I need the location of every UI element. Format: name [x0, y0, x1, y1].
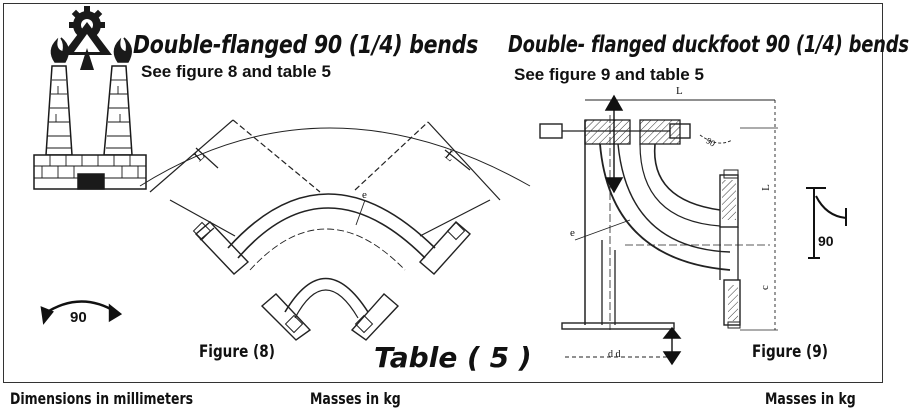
dim-c: c: [758, 285, 771, 290]
gear-icon: [62, 6, 112, 70]
figure-9-drawing: [539, 99, 778, 358]
chimney-icon: [33, 37, 147, 190]
table-label: Table ( 5 ): [374, 341, 532, 374]
angle-90-symbol-left: [40, 300, 123, 325]
title-left: Double-flanged 90 (1/4) bends: [133, 30, 479, 59]
dim-e-fig9: e: [570, 227, 575, 239]
figure-9-caption: Figure (9): [752, 342, 828, 362]
dim-e-fig8: e: [362, 189, 367, 201]
figure-8-drawing: [139, 119, 531, 341]
footer-masses-right: Masses in kg: [765, 389, 856, 408]
footer-dimensions: Dimensions in millimeters: [10, 389, 194, 408]
subtitle-left: See figure 8 and table 5: [141, 62, 331, 81]
angle-label-right: 90: [818, 233, 834, 249]
dimension-arrows: [604, 94, 682, 366]
figure-8-caption: Figure (8): [199, 342, 275, 362]
dim-dd: d d: [608, 349, 621, 360]
technical-drawing: [33, 6, 847, 366]
drawing-frame: [3, 3, 883, 383]
footer-masses-center: Masses in kg: [310, 389, 401, 408]
dim-L-top: L: [676, 85, 683, 97]
angle-label-left: 90: [70, 309, 87, 326]
dim-L-side: L: [759, 184, 772, 191]
title-right: Double- flanged duckfoot 90 (1/4) bends: [508, 32, 909, 58]
factory-logo: [33, 6, 147, 190]
subtitle-right: See figure 9 and table 5: [514, 65, 704, 84]
angle-90-symbol-right: [806, 187, 847, 259]
